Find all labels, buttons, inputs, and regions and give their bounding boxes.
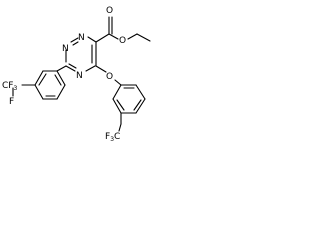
ring-n4-label: N: [76, 71, 83, 81]
aryloxy-oxygen-label: O: [106, 72, 113, 82]
left-cf3-label: CF3: [2, 81, 17, 92]
left-cf3-main: CF: [2, 81, 13, 91]
ring-n1-label: N: [78, 33, 85, 43]
ester-carbonyl-oxygen-label: O: [106, 6, 113, 16]
right-phenyl-bonds: [112, 84, 146, 125]
chemical-structure: O O N N N O CF3 F F3C: [2, 6, 151, 143]
triazine-ring-bonds: [65, 36, 97, 72]
right-cf3-label: F3C: [105, 132, 120, 143]
right-cf3-bonds: [118, 123, 122, 132]
right-cf3-prefix: F: [105, 132, 110, 142]
right-cf3-carbon: C: [114, 132, 120, 142]
left-cf3-subscript: 3: [13, 85, 17, 92]
ester-group-bonds: [95, 16, 151, 43]
ester-ether-oxygen-label: O: [119, 36, 126, 46]
aryloxy-link-bonds: [95, 65, 122, 86]
left-fluorine-label: F: [9, 97, 14, 107]
ring-n2-label: N: [62, 44, 69, 54]
left-phenyl-bonds: [21, 65, 67, 100]
right-cf3-subscript: 3: [110, 136, 114, 143]
